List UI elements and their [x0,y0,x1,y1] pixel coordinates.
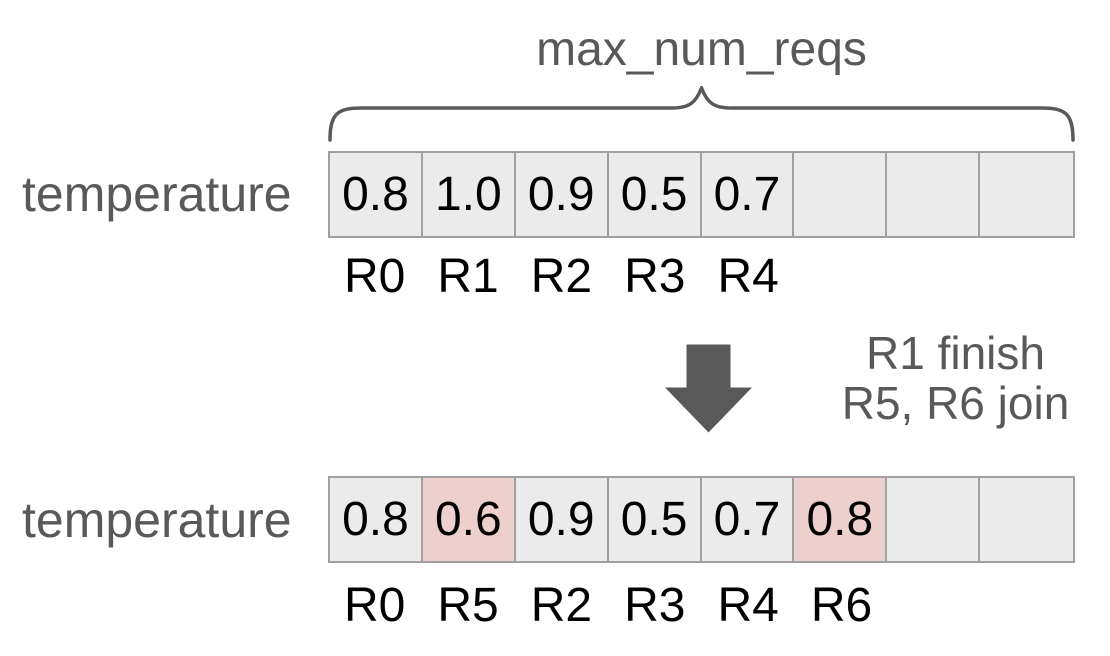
temperature-array-after: 0.8 0.6 0.9 0.5 0.7 0.8 [328,476,1075,563]
request-label-empty [982,581,1075,631]
array-cell: 0.6 [422,478,516,561]
array-cell [980,478,1073,561]
request-label: R1 [437,250,499,303]
request-label: R0 [344,250,406,303]
request-label-empty [795,252,888,302]
array-cell: 1.0 [422,153,516,236]
array-cell: 0.7 [701,153,795,236]
max-num-reqs-label: max_num_reqs [536,23,867,76]
request-label: R3 [624,250,686,303]
transition-note-line2: R5, R6 join [841,377,1070,429]
request-label: R0 [344,579,406,632]
request-labels-after: R0 R5 R2 R3 R4 R6 [328,581,1075,631]
request-label: R3 [624,579,686,632]
request-label: R4 [717,250,779,303]
array-cell: 0.7 [701,478,795,561]
transition-note: R1 finish R5, R6 join [828,328,1083,428]
request-label-empty [982,252,1075,302]
down-arrow-icon [665,344,752,433]
request-label-empty [888,252,981,302]
array-cell [980,153,1073,236]
array-cell: 0.8 [330,478,423,561]
array-cell [794,153,888,236]
row-label-temperature-before: temperature [22,166,292,222]
row-label-temperature-after: temperature [22,492,292,548]
array-cell: 0.9 [515,153,609,236]
request-labels-before: R0 R1 R2 R3 R4 [328,252,1075,302]
transition-note-line1: R1 finish [866,327,1045,379]
request-label: R5 [437,579,499,632]
array-cell: 0.5 [608,153,702,236]
request-label: R2 [530,579,593,632]
array-cell: 0.8 [330,153,423,236]
request-label: R6 [810,579,873,632]
temperature-array-before: 0.8 1.0 0.9 0.5 0.7 [328,151,1075,238]
curly-brace-icon [328,86,1075,142]
array-cell: 0.8 [794,478,888,561]
request-label: R4 [717,579,779,632]
array-cell [887,153,981,236]
request-label-empty [888,581,981,631]
array-cell: 0.5 [608,478,702,561]
array-cell: 0.9 [515,478,609,561]
array-cell [887,478,981,561]
request-label: R2 [530,250,593,303]
